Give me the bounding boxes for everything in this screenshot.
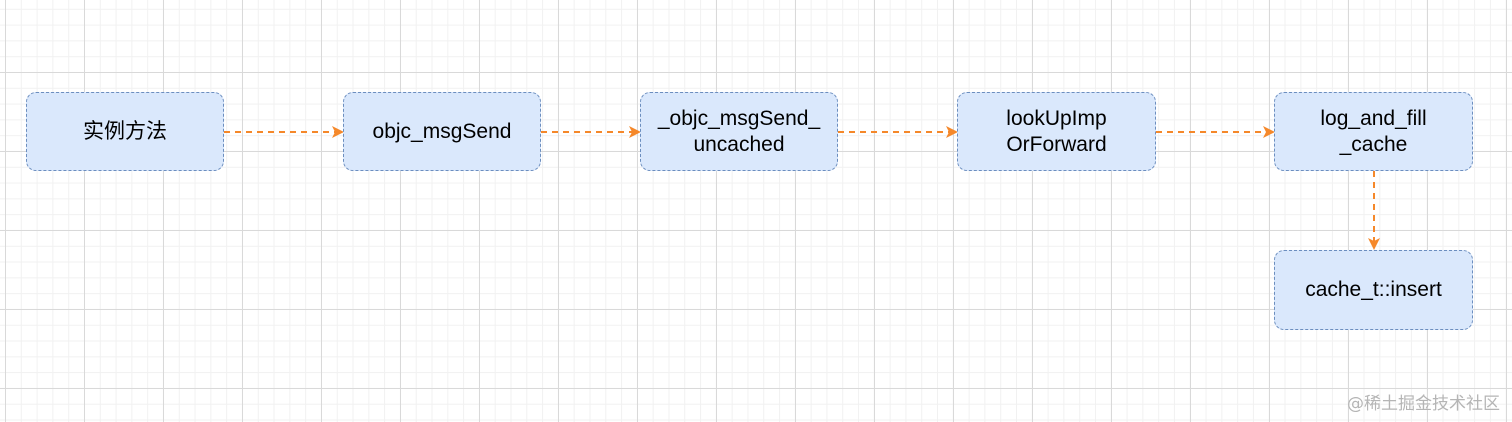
- node-lookupimp-orforward-label: lookUpImp OrForward: [1006, 106, 1107, 156]
- node-cache-t-insert-label: cache_t::insert: [1305, 278, 1442, 301]
- node-objc-msgsend[interactable]: objc_msgSend: [343, 92, 541, 171]
- node-objc-msgsend-uncached-label: _objc_msgSend_ uncached: [657, 106, 821, 156]
- node-objc-msgsend-uncached[interactable]: _objc_msgSend_ uncached: [640, 92, 838, 171]
- node-cache-t-insert[interactable]: cache_t::insert: [1274, 250, 1473, 330]
- node-instance-method[interactable]: 实例方法: [26, 92, 224, 171]
- node-instance-method-label: 实例方法: [83, 119, 167, 143]
- node-log-and-fill-cache-label: log_and_fill _cache: [1320, 106, 1427, 156]
- node-log-and-fill-cache[interactable]: log_and_fill _cache: [1274, 92, 1473, 171]
- node-lookupimp-orforward[interactable]: lookUpImp OrForward: [957, 92, 1156, 171]
- node-objc-msgsend-label: objc_msgSend: [372, 119, 512, 143]
- watermark: @稀土掘金技术社区: [1347, 394, 1500, 414]
